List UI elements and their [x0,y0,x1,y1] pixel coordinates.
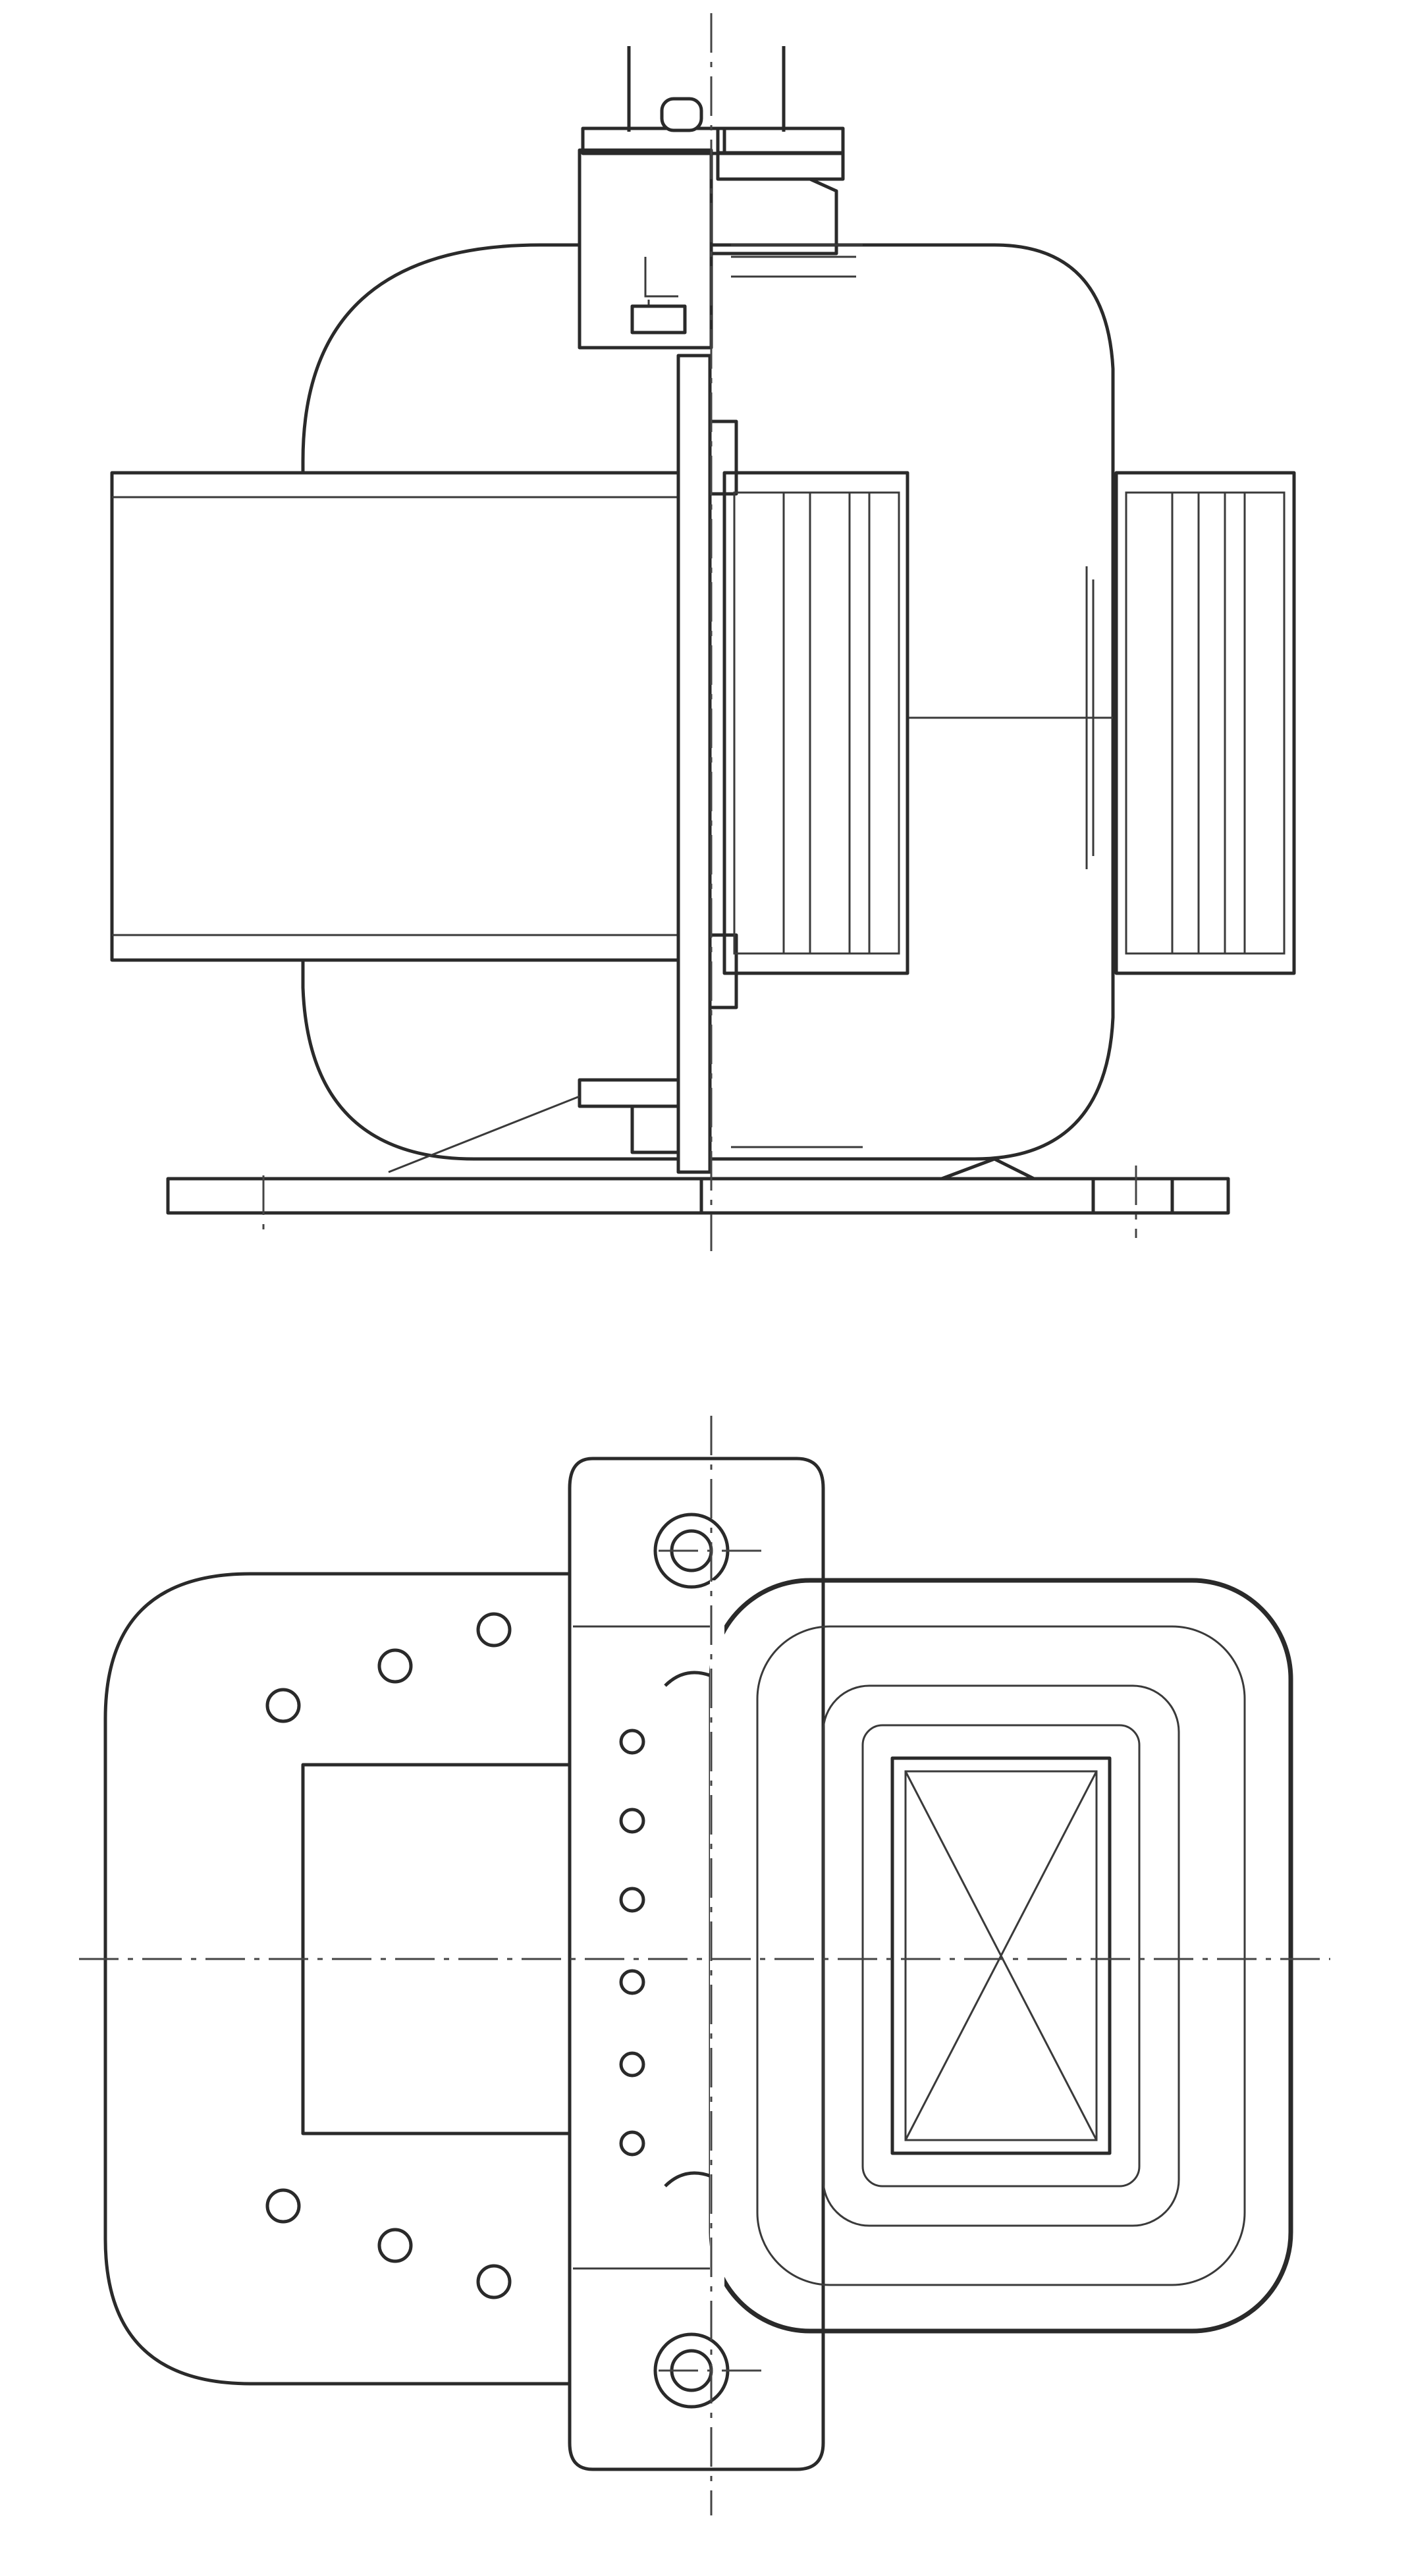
coil-section [709,1578,1293,2334]
side-section-view [110,13,1296,1251]
core-outline [301,243,1115,1161]
mounting-plate [676,354,712,1174]
window-opening [301,1763,575,2135]
terminal-strip [568,1457,825,2471]
winding-section-inner [722,471,909,975]
terminal-block-top [578,46,856,350]
front-section-view [79,1416,1330,2515]
left-winding-block [110,471,687,962]
winding-section-outer [1114,471,1296,975]
base-plate-section [699,1177,1230,1215]
mounting-holes [265,1612,512,2299]
core-laminations [731,244,1113,1148]
base-plate-left [166,1177,703,1215]
